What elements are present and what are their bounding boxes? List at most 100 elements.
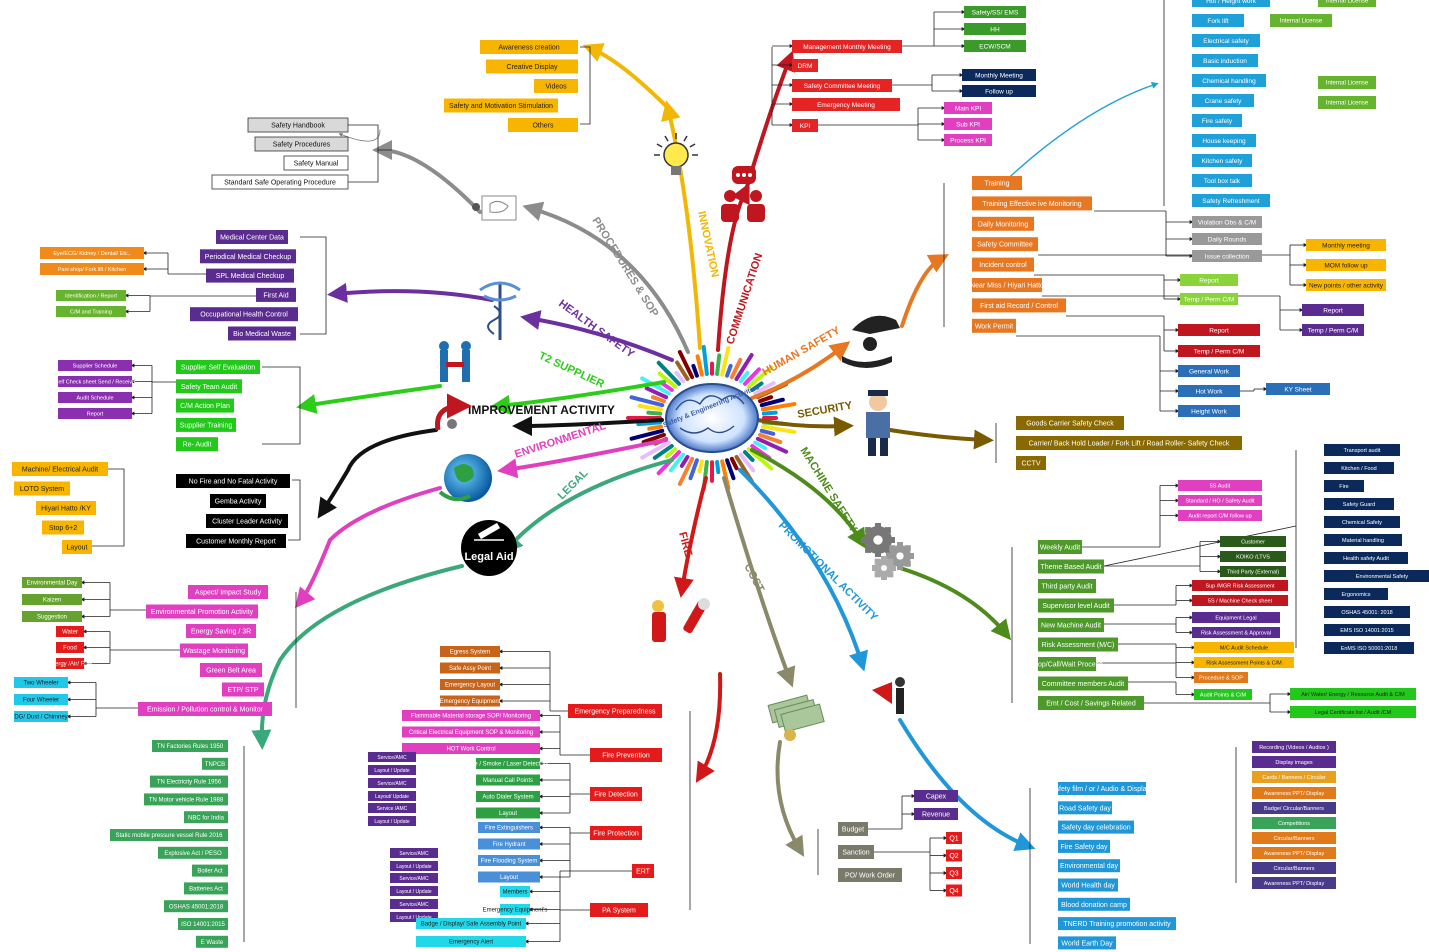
node-emergency-equipment-s: Emergency Equipment's xyxy=(483,904,547,915)
node-label: Goods Carrier Safety Check xyxy=(1026,420,1114,427)
node-label: Audit Schedule xyxy=(77,395,114,401)
node-aspect-impact-study: Aspect/ Impact Study xyxy=(188,585,268,599)
node-box xyxy=(440,695,500,707)
node-box xyxy=(180,643,248,658)
caduceus-icon xyxy=(479,281,521,340)
node-customer-monthly-report: Customer Monthly Report xyxy=(186,534,286,548)
node-service-amc: Service/AMC xyxy=(390,899,438,909)
center-ray xyxy=(742,450,755,463)
node-label: Auto Dialer System xyxy=(482,795,533,801)
node-material-handling: Material handling xyxy=(1324,534,1402,546)
node-environmental-day: Environmental day xyxy=(1058,859,1120,873)
node-box xyxy=(1038,676,1128,691)
node-box xyxy=(478,871,540,883)
node-label: Daily Rounds xyxy=(1208,236,1247,243)
node-carrier-back-hold-loader-fork-lift-road-roller-safety-check: Carrier/ Back Hold Loader / Fork Lift / … xyxy=(1016,436,1242,450)
node-box xyxy=(402,743,540,754)
node-label: EMS ISO 14001:2015 xyxy=(1340,628,1394,634)
node-tn-electricity-rule-1956: TN Electricity Rule 1956 xyxy=(150,775,228,788)
center-ray xyxy=(695,354,704,377)
node-label: First aid Record / Control xyxy=(980,303,1058,310)
node-label: Layout / Update xyxy=(374,819,410,825)
node-safety-ss-ems: Safety/SS/ EMS xyxy=(964,6,1026,18)
center-ray xyxy=(738,452,756,473)
node-box xyxy=(1324,606,1410,618)
node-health-safety-audit: Health safety Audit xyxy=(1324,552,1408,564)
node-label: ERT xyxy=(636,868,651,875)
node-label: Training Effective ive Monitoring xyxy=(982,201,1081,208)
node-machine-electrical-audit: Machine/ Electrical Audit xyxy=(12,462,108,476)
center-ray xyxy=(725,458,736,481)
node-self-check-sheet-send-receive: Self Check sheet Send / Receive xyxy=(55,376,135,387)
node-label: Cards / Banners / Circular xyxy=(1262,775,1325,781)
node-box xyxy=(56,306,126,317)
lightbulb-icon xyxy=(654,133,698,175)
node-box xyxy=(1290,688,1416,700)
node-service-amc: Service/AMC xyxy=(368,778,416,788)
center-ray xyxy=(637,403,663,412)
node-box xyxy=(590,787,642,801)
branch-curve xyxy=(317,428,438,519)
node-cluster-leader-activity: Cluster Leader Activity xyxy=(206,514,288,528)
node-box xyxy=(1220,536,1286,547)
node-medical-center-data: Medical Center Data xyxy=(216,230,288,244)
node-box xyxy=(1178,495,1262,506)
node-wastage-monitoring: Wastage Monitoring xyxy=(180,643,248,658)
node-box xyxy=(1178,480,1262,491)
node-first-aid-record-control: First aid Record / Control xyxy=(972,298,1066,313)
center-ray xyxy=(656,360,682,386)
node-box xyxy=(1178,510,1262,521)
node-fork-lift: Fork lift xyxy=(1192,14,1244,27)
node-label: Wastage Monitoring xyxy=(183,648,245,655)
node-label: Service/AMC xyxy=(399,851,429,857)
node-label: Weekly Audit xyxy=(1040,544,1080,551)
node-label: Water xyxy=(62,630,78,636)
node-label: Bio Medical Waste xyxy=(233,331,291,338)
node-label: Legal Certificate list / Audit /CM xyxy=(1315,710,1392,716)
node-box xyxy=(176,417,236,432)
node-label: Temp / Perm C/M xyxy=(1184,296,1235,303)
node-label: Layout xyxy=(500,875,518,881)
node-box xyxy=(176,360,260,374)
node-label: TN Motor vehicle Rule 1988 xyxy=(149,798,224,804)
node-label: First Aid xyxy=(263,292,288,299)
node-oshas-45001-2018: OSHAS 45001: 2018 xyxy=(1324,606,1410,618)
node-cctv: CCTV xyxy=(1016,456,1046,470)
node-label: Supplier Training xyxy=(180,422,233,429)
node-energy-saving-3r: Energy Saving / 3R xyxy=(186,624,256,638)
node-box xyxy=(962,85,1036,97)
node-label: Occupational Health Control xyxy=(200,312,288,319)
node-label: Safety Handbook xyxy=(271,122,325,129)
node-height-work: Height Work xyxy=(1178,405,1240,417)
node-label: Safety and Motivation Stimulation xyxy=(449,103,553,110)
node-emergency-alert: Emergency Alert xyxy=(416,936,526,947)
branch-curve xyxy=(722,476,796,688)
node-box xyxy=(416,936,526,947)
node-eye-ecg-kidney-dental-etc: Eye/ECG/ Kidney / Dental/ Etc.. xyxy=(40,247,144,259)
node-label: Awareness PPT/ Display xyxy=(1264,791,1325,797)
node-label: Sanction xyxy=(842,849,869,856)
node-box xyxy=(792,98,900,111)
node-label: KOIKO /LTVS xyxy=(1236,554,1270,560)
node-label: Emission / Pollution control & Monitor xyxy=(147,706,264,713)
node-food: Food xyxy=(56,642,84,653)
node-label: Eye/ECG/ Kidney / Dental/ Etc.. xyxy=(53,251,131,257)
node-label: PA System xyxy=(602,907,636,914)
center-ray xyxy=(688,458,699,481)
center-ray xyxy=(640,440,671,460)
node-layout-update: Layout / Update xyxy=(368,816,416,826)
megaphone-icon xyxy=(872,677,905,714)
node-box xyxy=(152,740,228,752)
node-hot-height-work: Hot / Height work xyxy=(1192,0,1270,7)
node-box xyxy=(36,501,96,515)
node-label: Gemba Activity xyxy=(215,498,262,505)
center-ray xyxy=(753,381,776,396)
node-emt-cost-savings-related: Emt / Cost / Savings Related xyxy=(1038,696,1144,710)
node-label: ECW/SCM xyxy=(979,43,1010,50)
center-ray xyxy=(753,440,768,451)
node-box xyxy=(12,462,108,476)
node-box xyxy=(390,899,438,909)
node-q4: Q4 xyxy=(946,884,962,897)
node-label: Kitchen / Food xyxy=(1341,466,1376,472)
